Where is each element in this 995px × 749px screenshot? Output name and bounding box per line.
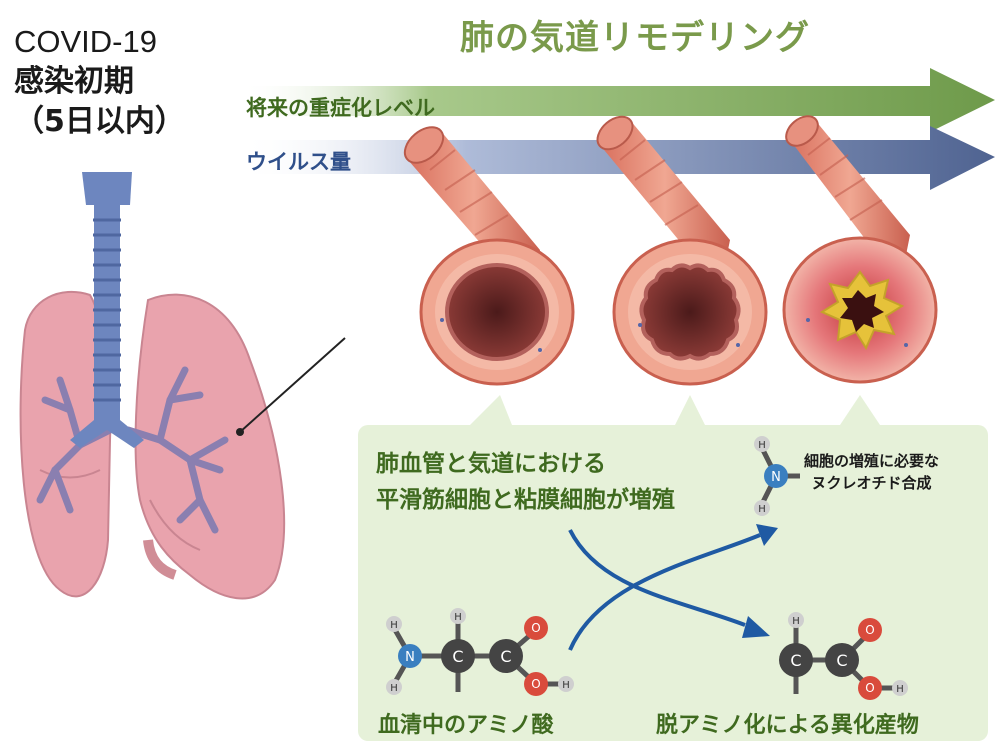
atom-h: H <box>390 683 398 694</box>
atom-o: O <box>531 621 540 635</box>
stage-label: 感染初期 <box>14 62 185 102</box>
amino-acid-label: 血清中のアミノ酸 <box>378 707 554 739</box>
amino-acid-molecule: H H H H N C C O O <box>386 608 574 696</box>
atom-o: O <box>865 623 874 637</box>
disease-name: COVID-19 <box>14 22 185 62</box>
atom-c: C <box>836 651 847 670</box>
severity-label: 将来の重症化レベル <box>246 92 435 122</box>
atom-n: N <box>771 470 781 485</box>
atom-h: H <box>562 680 570 691</box>
amine-fragment: H H N <box>754 436 800 516</box>
arrow-head-down <box>742 616 770 638</box>
atom-h: H <box>896 684 904 695</box>
nucleotide-text: 細胞の増殖に必要な ヌクレオチド合成 <box>804 450 939 494</box>
atom-c: C <box>500 647 511 666</box>
panel-pointer-2 <box>675 395 705 425</box>
nucleotide-line-1: 細胞の増殖に必要な <box>804 450 939 472</box>
infection-stage-header: COVID-19 感染初期 （5日以内） <box>14 22 185 142</box>
atom-c: C <box>790 651 801 670</box>
stage-duration: （5日以内） <box>14 102 185 142</box>
product-label: 脱アミノ化による異化産物 <box>656 707 919 739</box>
proliferation-text: 肺血管と気道における 平滑筋細胞と粘膜細胞が増殖 <box>376 446 675 518</box>
nucleotide-line-2: ヌクレオチド合成 <box>804 472 939 494</box>
lungs-illustration <box>21 172 345 599</box>
atom-o: O <box>865 681 874 695</box>
product-molecule: H H C C O O <box>779 612 908 700</box>
atom-h: H <box>454 612 462 623</box>
virus-load-label: ウイルス量 <box>246 146 351 176</box>
proliferation-line-2: 平滑筋細胞と粘膜細胞が増殖 <box>376 482 675 518</box>
atom-n: N <box>405 650 415 665</box>
proliferation-line-1: 肺血管と気道における <box>376 446 675 482</box>
atom-h: H <box>792 616 800 627</box>
atom-h: H <box>390 620 398 631</box>
atom-o: O <box>531 677 540 691</box>
panel-pointer-1 <box>470 395 512 425</box>
atom-c: C <box>452 647 463 666</box>
metabolism-arrows <box>570 530 760 650</box>
atom-h: H <box>758 504 766 515</box>
page-title: 肺の気道リモデリング <box>460 10 810 59</box>
panel-pointer-3 <box>840 395 880 425</box>
atom-h: H <box>758 440 766 451</box>
